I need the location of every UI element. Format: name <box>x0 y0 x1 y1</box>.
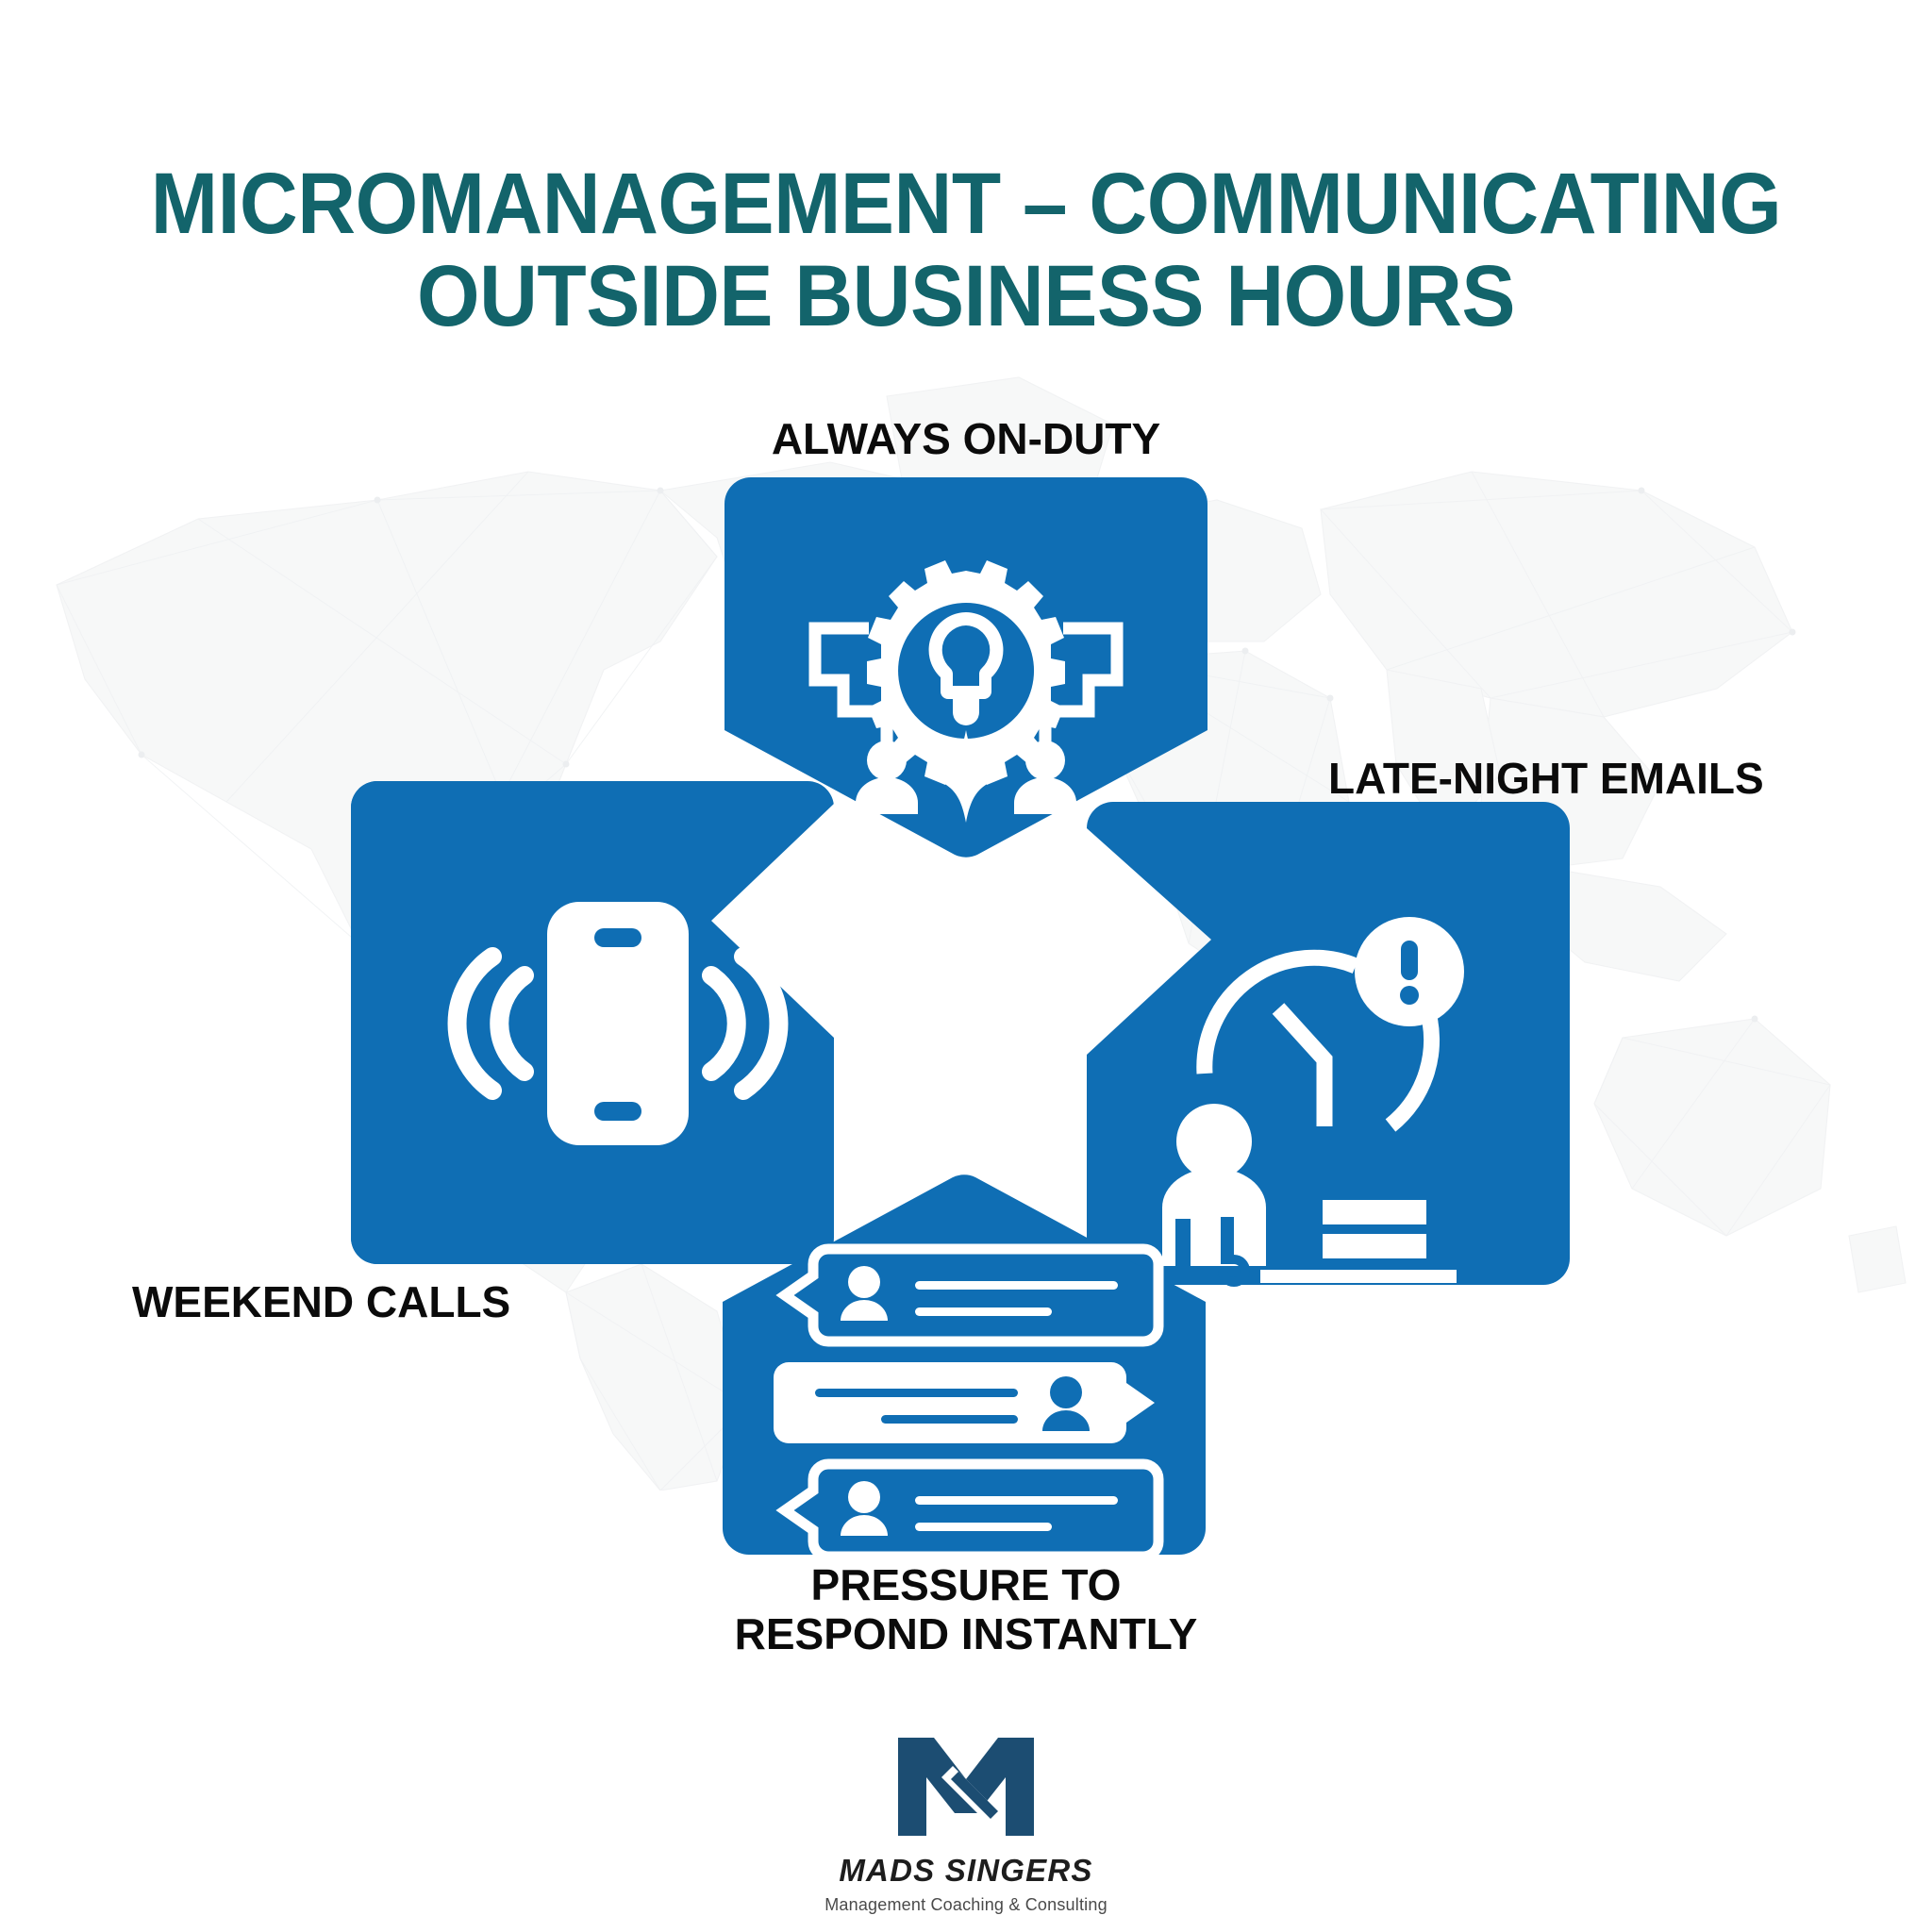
label-pressure-to-respond: PRESSURE TO RESPOND INSTANTLY <box>734 1560 1198 1658</box>
person-desk-clock-alert-icon <box>1162 917 1464 1287</box>
label-weekend-calls: WEEKEND CALLS <box>132 1277 511 1326</box>
ringing-phone-icon <box>447 902 789 1145</box>
node-pressure-to-respond[interactable] <box>723 1174 1206 1562</box>
page-title-line-1: MICROMANAGEMENT – COMMUNICATING <box>150 156 1782 252</box>
chat-avatar-1-icon <box>841 1266 888 1321</box>
brand-logo: MADS SINGERS Management Coaching & Consu… <box>0 1728 1932 1915</box>
person-silhouette-right-icon <box>1014 741 1076 814</box>
node-shape-top <box>724 477 1208 858</box>
label-always-on-duty: ALWAYS ON-DUTY <box>771 414 1161 463</box>
person-silhouette-left-icon <box>856 741 918 814</box>
node-late-night-emails[interactable] <box>1087 802 1570 1287</box>
page-title: MICROMANAGEMENT – COMMUNICATING OUTSIDE … <box>68 158 1865 342</box>
page-title-line-2: OUTSIDE BUSINESS HOURS <box>416 247 1516 344</box>
brand-tagline: Management Coaching & Consulting <box>824 1895 1108 1914</box>
brand-name: MADS SINGERS <box>839 1853 1093 1888</box>
label-late-night-emails: LATE-NIGHT EMAILS <box>1328 754 1764 803</box>
sparkle-icon <box>924 730 1008 823</box>
chat-avatar-2-icon <box>1042 1376 1090 1431</box>
node-weekend-calls[interactable] <box>351 781 834 1264</box>
chat-avatar-3-icon <box>841 1481 888 1536</box>
node-always-on-duty[interactable] <box>724 477 1208 858</box>
gear-lightbulb-network-icon <box>867 560 1065 785</box>
network-branch-icon <box>808 622 1124 743</box>
chat-bubbles-icon <box>774 1243 1164 1562</box>
mads-singers-m-logo-icon <box>898 1738 1034 1836</box>
